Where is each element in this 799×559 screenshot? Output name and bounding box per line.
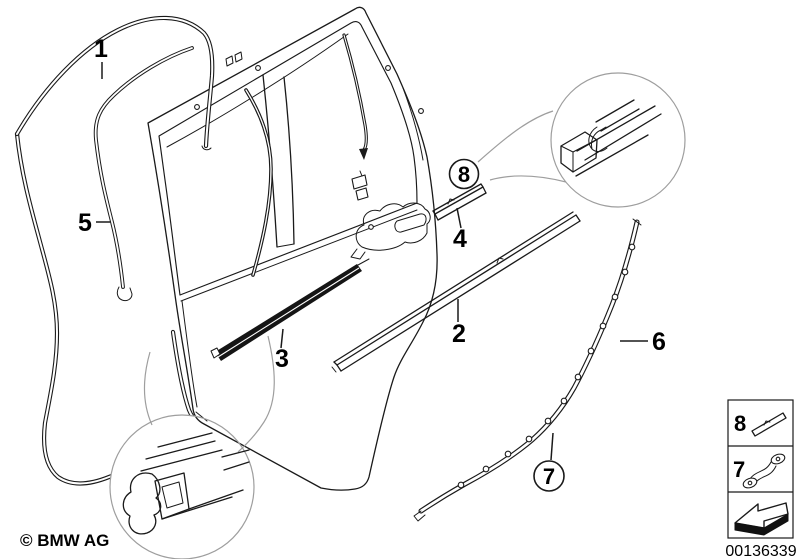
- label-8-text[interactable]: 8: [458, 162, 470, 187]
- callout-circle-top: [477, 72, 686, 208]
- door-corner-line: [195, 411, 208, 422]
- frame-hole: [255, 65, 261, 71]
- copyright-text: © BMW AG: [20, 531, 109, 550]
- frame-molding-6: [413, 218, 642, 522]
- part-label-7-circled[interactable]: 7: [533, 432, 565, 492]
- seal-end-cap: [201, 145, 212, 151]
- door-handle: [350, 202, 431, 260]
- channel-profile-detail: [122, 432, 250, 535]
- lock-pin: [359, 170, 363, 177]
- door-edge-thickness: [181, 300, 198, 408]
- frame-hole: [418, 108, 424, 114]
- trim-strip-4: [432, 183, 487, 221]
- guide-arrow-tip: [359, 148, 368, 160]
- part-label-1[interactable]: 1: [94, 35, 108, 79]
- image-number: 00136339: [725, 543, 796, 559]
- part-label-8-circled[interactable]: 8: [448, 158, 480, 190]
- seal-hook-end: [116, 286, 133, 302]
- label-6-text[interactable]: 6: [652, 328, 666, 356]
- legend-7-text[interactable]: 7: [733, 457, 745, 482]
- part-label-3[interactable]: 3: [275, 328, 289, 373]
- window-divider-2: [283, 76, 295, 245]
- belt-line: [180, 209, 418, 302]
- lock-bracket: [351, 174, 368, 190]
- window-opening: [158, 21, 418, 296]
- frame-hole: [194, 104, 200, 110]
- label-3-text[interactable]: 3: [275, 345, 289, 373]
- label-1-text[interactable]: 1: [94, 35, 108, 63]
- frame-hole: [385, 65, 391, 71]
- frame-inner-line-right: [402, 87, 424, 161]
- legend-row-7[interactable]: 7: [733, 452, 786, 489]
- clip-fastener-icon: [742, 453, 786, 489]
- label-4-text[interactable]: 4: [453, 225, 467, 253]
- door-seal-1: [14, 15, 215, 151]
- molding-strip-icon: [751, 412, 787, 437]
- frame-clip-tab-2: [234, 51, 243, 63]
- label-2-text[interactable]: 2: [452, 320, 466, 348]
- label-7-text[interactable]: 7: [543, 464, 555, 489]
- part-label-4[interactable]: 4: [453, 207, 467, 253]
- legend: 8 7: [727, 399, 794, 539]
- legend-8-text[interactable]: 8: [734, 411, 746, 436]
- label-5-text[interactable]: 5: [78, 209, 92, 237]
- part-label-2[interactable]: 2: [452, 299, 466, 348]
- direction-arrow-icon: [734, 502, 789, 536]
- callout-circle-bottom: [109, 335, 275, 559]
- lock-bracket-2: [355, 187, 369, 201]
- molding-profile-detail: [560, 99, 662, 177]
- belt-strip-2: [331, 211, 581, 373]
- window-guide-seal-5: [93, 46, 194, 302]
- belt-strip-3: [210, 258, 370, 361]
- divider-foot: [276, 243, 295, 248]
- rear-door-illustration: [147, 6, 438, 491]
- part-label-5[interactable]: 5: [78, 209, 111, 237]
- legend-row-8[interactable]: 8: [734, 411, 787, 437]
- frame-clip-tab: [225, 55, 234, 67]
- part-label-6[interactable]: 6: [620, 328, 666, 356]
